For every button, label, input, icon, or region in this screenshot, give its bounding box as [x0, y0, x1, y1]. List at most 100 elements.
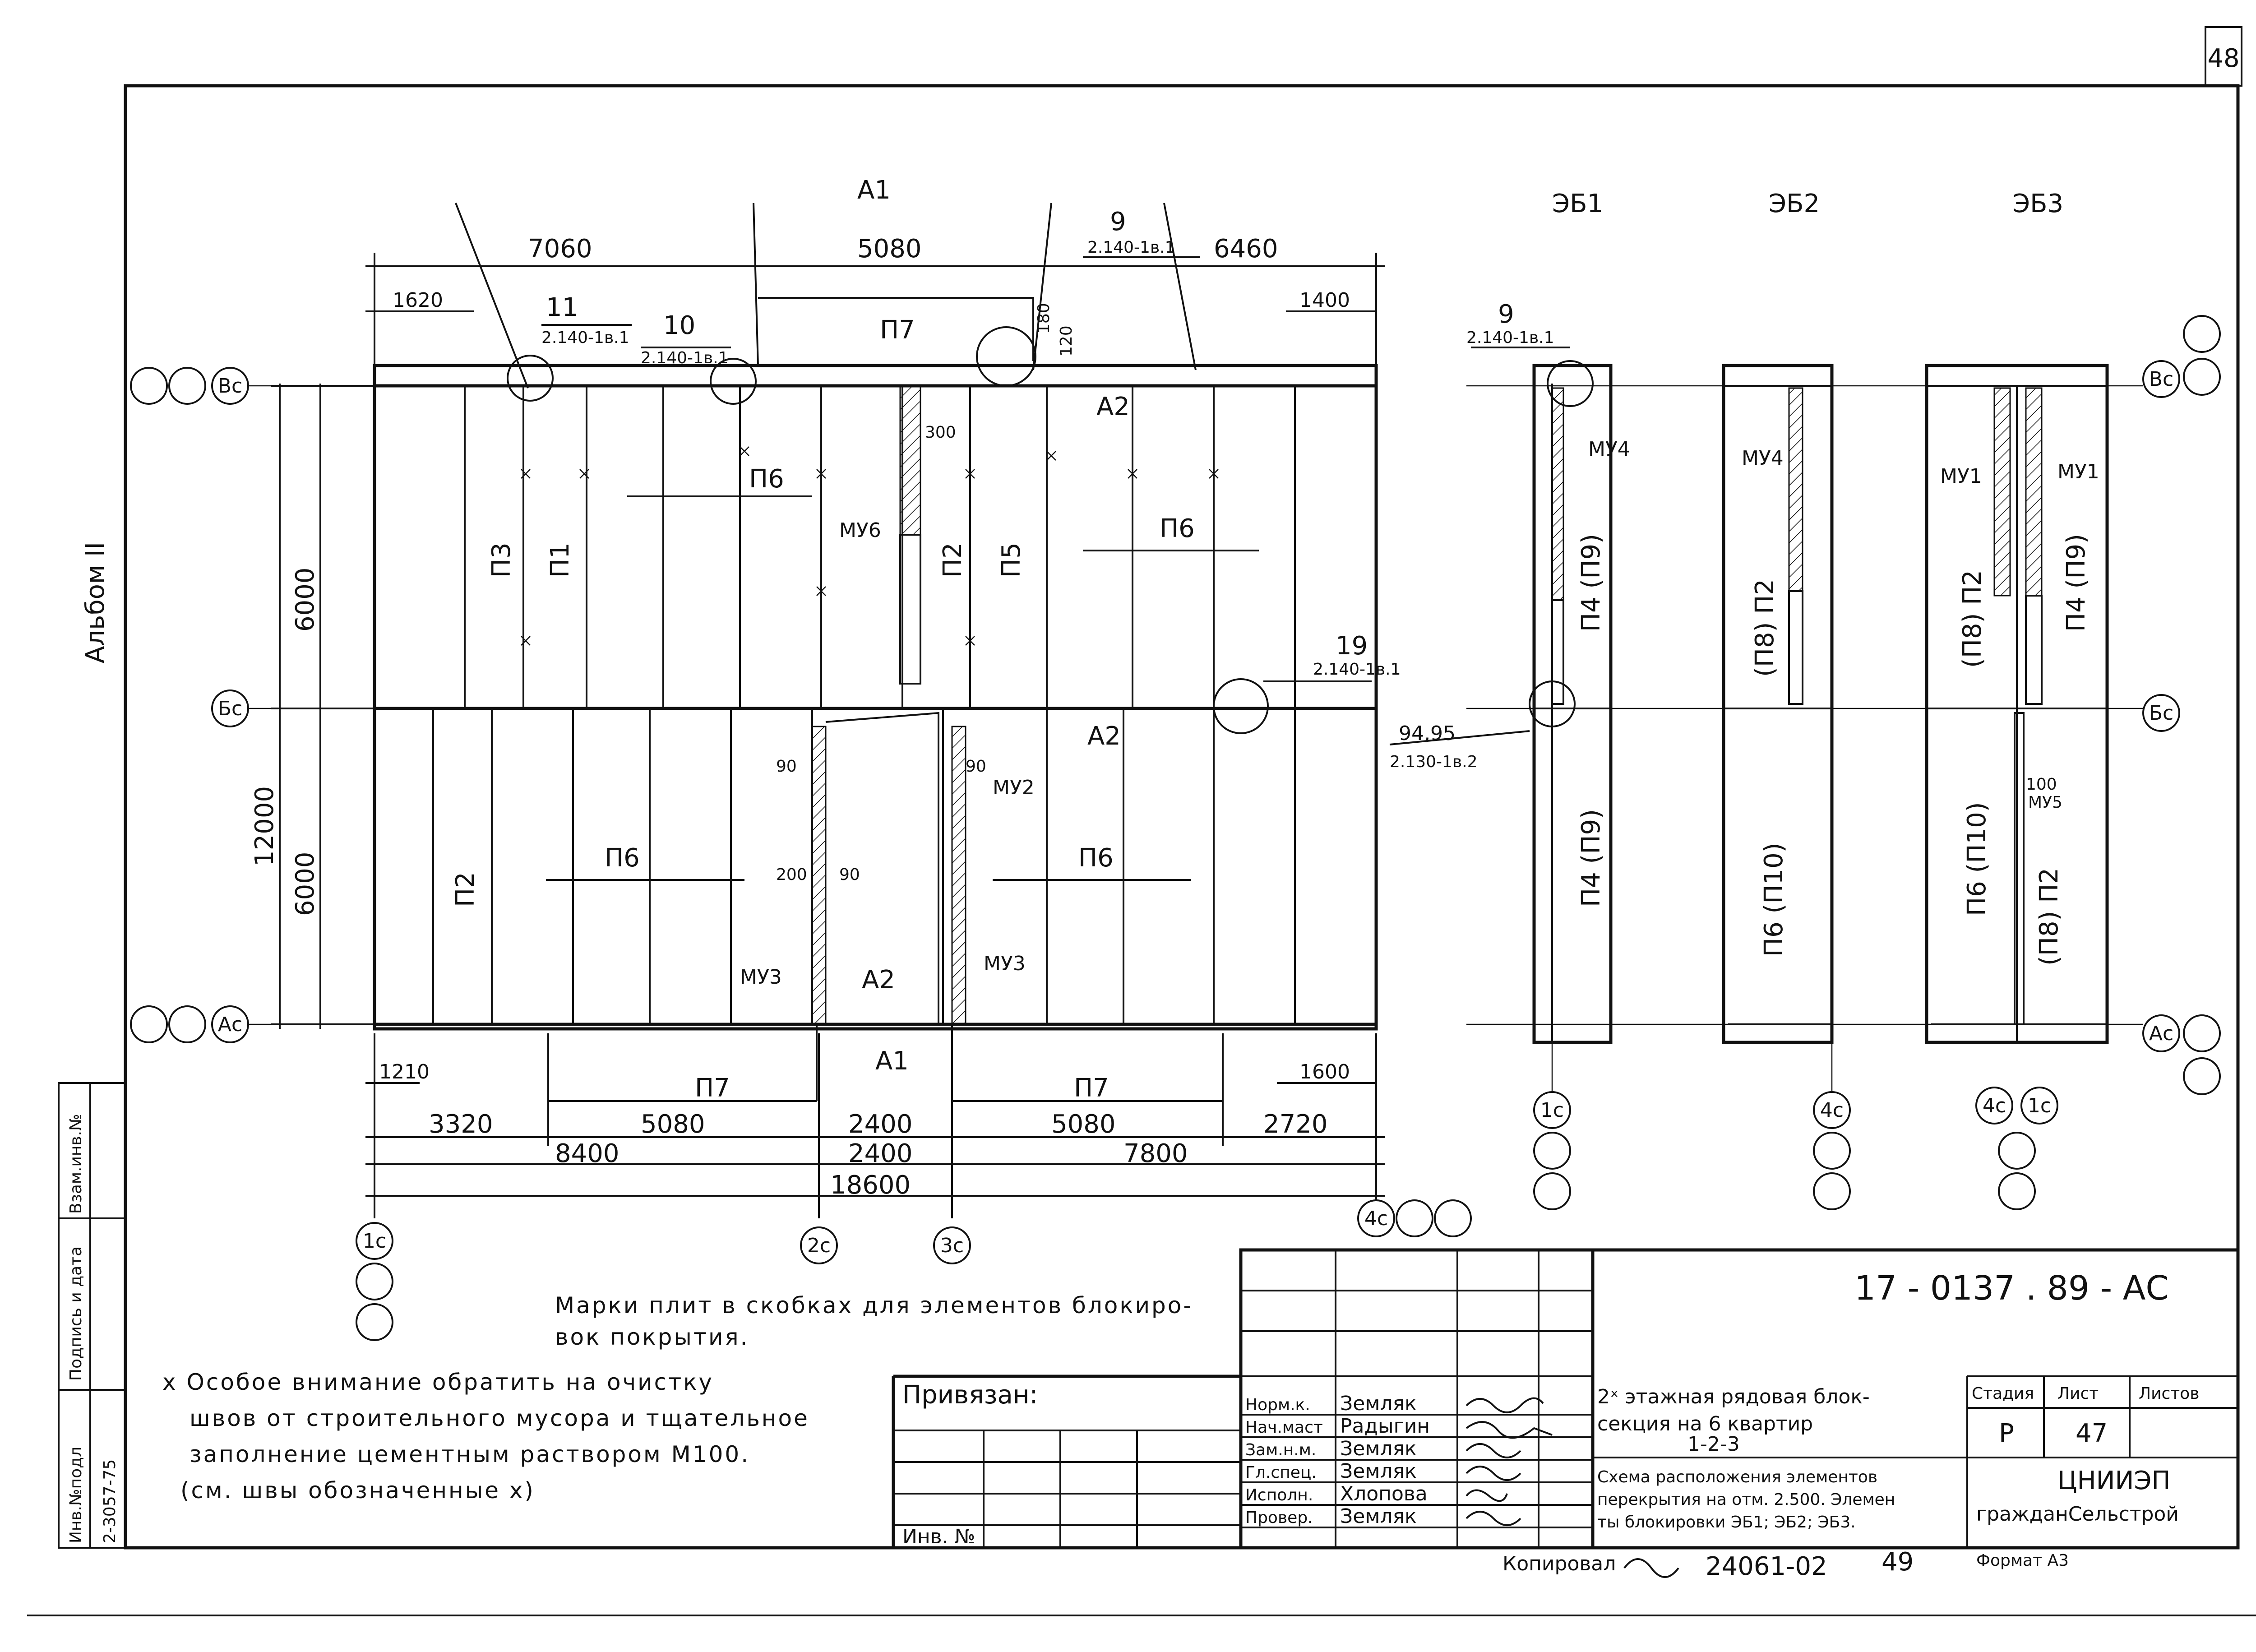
- panel-p2-top: П2: [938, 542, 967, 578]
- dim-bottom-sub-1: 1210: [379, 1060, 430, 1083]
- dim-top-sub-1: 1620: [393, 289, 443, 312]
- dim-90-b: 90: [966, 757, 986, 776]
- wall-mu2: МУ2: [993, 776, 1035, 799]
- dim-b2-2: 5080: [641, 1110, 705, 1139]
- axis-1c: 1с: [363, 1230, 386, 1253]
- dim-b2-4: 5080: [1051, 1110, 1116, 1139]
- strip-label-3: Инв.№подл: [67, 1447, 85, 1543]
- title-block: Привязан: Инв. № Норм.к. Нач.маст Зам.н.…: [892, 1248, 2240, 1581]
- format-label: Формат А3: [1976, 1551, 2069, 1570]
- dim-b3-1: 8400: [555, 1139, 619, 1168]
- callout-10-ref: 2.140-1в.1: [641, 349, 729, 367]
- eb3-top-panel-2: П4 (П9): [2062, 534, 2091, 632]
- eb1-callout2-num: 94,95: [1399, 722, 1456, 745]
- stage-value: Р: [1999, 1419, 2014, 1448]
- role-4: Исполн.: [1245, 1486, 1313, 1504]
- dim-top-1: 7060: [528, 234, 592, 264]
- dim-top-sub-2: 1400: [1299, 289, 1350, 312]
- name-3: Земляк: [1340, 1460, 1417, 1483]
- desc-line-1: Схема расположения элементов: [1597, 1468, 1877, 1486]
- mark-a2-top: А2: [1096, 392, 1130, 421]
- dim-bottom-total: 18600: [830, 1171, 911, 1200]
- signatures: [1465, 1397, 1553, 1526]
- right-axis-bc: Бс: [2149, 702, 2173, 725]
- dim-left-2: 6000: [291, 851, 320, 916]
- left-strip: Взам.инв.№ Подпись и дата Инв.№подл 2-30…: [58, 1082, 126, 1549]
- panel-p1: П1: [546, 542, 575, 578]
- copy-number: 24061-02: [1706, 1552, 1827, 1581]
- dim-b3-3: 7800: [1123, 1139, 1188, 1168]
- notes: Марки плит в скобках для элементов блоки…: [162, 1292, 1191, 1504]
- dim-300: 300: [925, 423, 956, 442]
- eb1-wall: МУ4: [1588, 438, 1630, 461]
- right-axis-vc: Вс: [2149, 368, 2173, 391]
- name-2: Земляк: [1340, 1437, 1417, 1460]
- dim-200: 200: [776, 865, 807, 884]
- dim-180: 180: [1035, 303, 1053, 334]
- mark-a1-bottom: А1: [875, 1046, 909, 1076]
- role-3: Гл.спец.: [1245, 1463, 1317, 1482]
- right-axis-ac: Ас: [2149, 1022, 2173, 1045]
- dim-top-3: 6460: [1214, 234, 1278, 264]
- inv-no: Инв. №: [902, 1525, 975, 1548]
- panel-p2-bottom: П2: [451, 872, 480, 907]
- dim-left-1: 6000: [291, 567, 320, 632]
- dim-b3-2: 2400: [848, 1139, 913, 1168]
- callout-10-num: 10: [663, 311, 695, 340]
- title-eb1: ЭБ1: [1552, 189, 1603, 218]
- sheet-header: Лист: [2057, 1384, 2099, 1403]
- eb3-axis-1: 4с: [1983, 1094, 2006, 1117]
- dim-120: 120: [1057, 325, 1076, 356]
- panel-p6-top-1: П6: [749, 464, 784, 494]
- strip-label-2: Подпись и дата: [67, 1246, 85, 1381]
- title-eb2: ЭБ2: [1769, 189, 1820, 218]
- panel-p7-bottom-2: П7: [1074, 1074, 1109, 1103]
- dim-b2-3: 2400: [848, 1110, 913, 1139]
- note-x-3: заполнение цементным раствором М100.: [190, 1441, 750, 1467]
- sheet-number: 48: [2207, 44, 2239, 73]
- axis-vc: Вс: [218, 375, 242, 398]
- role-1: Нач.маст: [1245, 1418, 1323, 1437]
- dim-90-a: 90: [776, 757, 797, 776]
- sheets-header: Листов: [2139, 1384, 2199, 1403]
- eb2-axis: 4с: [1820, 1099, 1844, 1122]
- wall-mu3-right: МУ3: [984, 952, 1026, 975]
- callout-11-num: 11: [546, 293, 578, 322]
- dim-bottom-sub-2: 1600: [1299, 1060, 1350, 1083]
- axis-3c: 3с: [940, 1234, 964, 1257]
- dim-90-c: 90: [839, 865, 860, 884]
- eb1-callout-num: 9: [1498, 300, 1514, 329]
- name-4: Хлопова: [1340, 1482, 1428, 1505]
- callout-9-ref: 2.140-1в.1: [1087, 238, 1175, 257]
- desc-line-2: перекрытия на отм. 2.500. Элемен: [1597, 1490, 1895, 1509]
- callout-19-num: 19: [1336, 631, 1368, 661]
- org-line-1: ЦНИИЭП: [2057, 1466, 2171, 1495]
- stage-header: Стадия: [1972, 1384, 2034, 1403]
- note-x-4: (см. швы обозначенные х): [180, 1477, 535, 1504]
- blocking-elements: ЭБ1 ЭБ2 ЭБ3 МУ4 П4 (П9) П4 (П9) 9 2.140-…: [1389, 189, 2221, 1210]
- title-line-3: 1-2-3: [1687, 1433, 1740, 1456]
- role-2: Зам.н.м.: [1245, 1441, 1316, 1459]
- eb3-axis-2: 1с: [2028, 1094, 2051, 1117]
- panel-p7-top: П7: [880, 315, 915, 345]
- strip-value: 2-3057-75: [101, 1459, 119, 1543]
- panel-p7-bottom-1: П7: [695, 1074, 730, 1103]
- axis-4c: 4с: [1364, 1207, 1388, 1230]
- note-marks-2: вок покрытия.: [555, 1324, 749, 1350]
- note-x-1: х Особое внимание обратить на очистку: [162, 1369, 714, 1395]
- strip-label-1: Взам.инв.№: [67, 1114, 85, 1214]
- floor-plan: А1 П3 П1 П6 П2 П5 П6 П7 А2 А2 МУ6 МУ2 МУ: [130, 176, 1472, 1341]
- dim-b2-1: 3320: [429, 1110, 493, 1139]
- desc-line-3: ты блокировки ЭБ1; ЭБ2; ЭБ3.: [1597, 1513, 1856, 1532]
- eb1-bottom-panel: П4 (П9): [1576, 809, 1606, 907]
- eb3-top-panel-1: (П8) П2: [1958, 570, 1987, 668]
- wall-mu6: МУ6: [839, 519, 881, 542]
- doc-code: 17 - 0137 . 89 - АС: [1854, 1269, 2169, 1308]
- eb2-top-panel: (П8) П2: [1750, 579, 1780, 677]
- sheet-frame: 48: [27, 26, 2256, 1616]
- seam-marks-top: [521, 446, 1219, 646]
- org-line-2: гражданСельстрой: [1976, 1503, 2179, 1526]
- name-1: Радыгин: [1340, 1415, 1430, 1438]
- axis-bc: Бс: [218, 697, 242, 720]
